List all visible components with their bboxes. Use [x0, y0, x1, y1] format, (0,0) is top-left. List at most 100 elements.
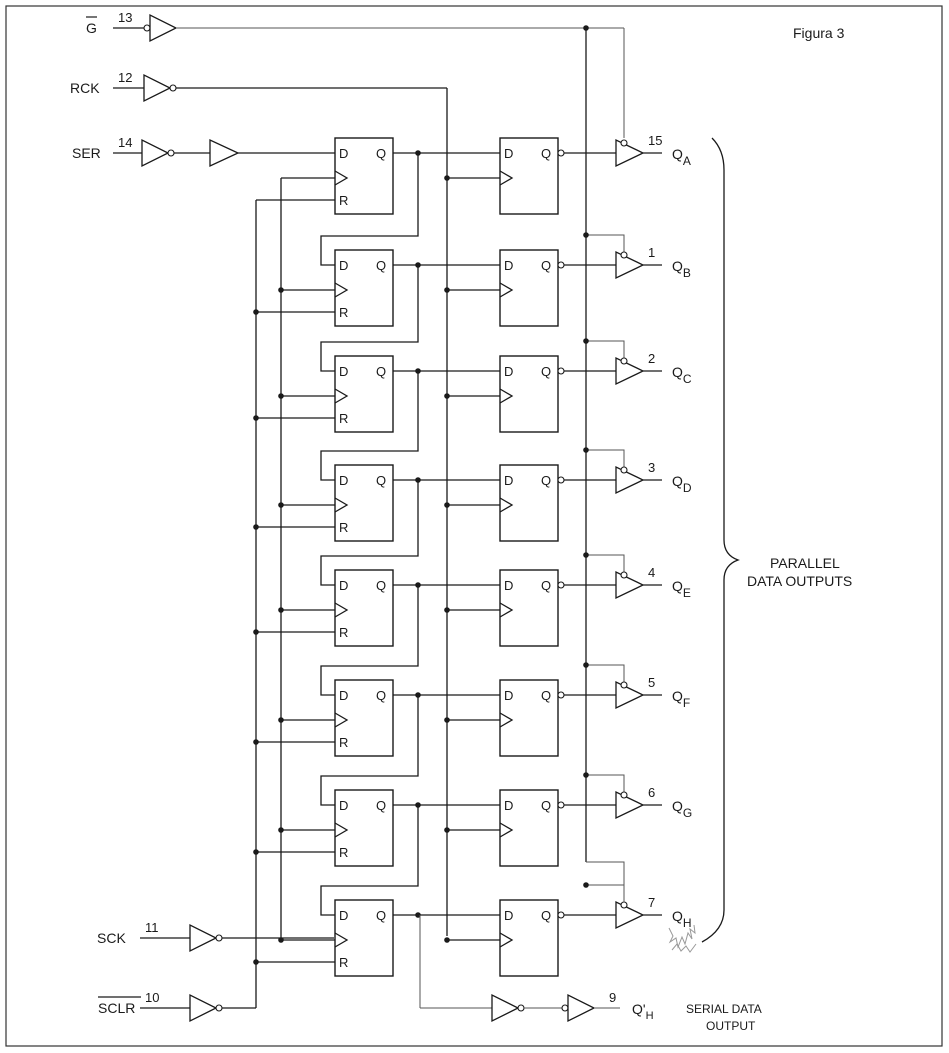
storage-ff-7 [499, 789, 559, 867]
output-buffer-8 [615, 900, 645, 930]
input-ser-label: SER [72, 145, 101, 161]
junction-dot [583, 772, 589, 778]
output-pin-2: 1 [648, 245, 655, 260]
storage-q-bubble [557, 367, 565, 375]
figure-frame [5, 5, 943, 1047]
junction-dot [444, 175, 450, 181]
serial-output: 9 Q'H SERIAL DATA OUTPUT [419, 915, 762, 1033]
cascade-wire [320, 153, 419, 266]
serial-output-label-line1: SERIAL DATA [686, 1002, 762, 1016]
output-label-sub: F [683, 696, 690, 710]
shift-ff-d-label: D [339, 688, 348, 703]
junction-dot [444, 607, 450, 613]
shift-ff-d-label: D [339, 578, 348, 593]
storage-ff-clock-mark [499, 282, 514, 298]
junction-dot [253, 415, 259, 421]
input-rck: RCK 12 [70, 70, 448, 936]
shift-ff-r-label: R [339, 305, 348, 320]
cascade-wire [320, 265, 419, 372]
shift-ff-r-label: R [339, 625, 348, 640]
input-sclr-pin: 10 [145, 990, 159, 1005]
enable-wire [586, 774, 625, 792]
output-pin-6: 5 [648, 675, 655, 690]
serial-inverter [491, 993, 520, 1023]
junction-dot [253, 739, 259, 745]
output-label-6: QF [672, 688, 690, 710]
storage-ff-clock-mark [499, 497, 514, 513]
junction-dot [444, 393, 450, 399]
junction-dot [444, 937, 450, 943]
junction-dot [583, 447, 589, 453]
figure-label: Figura 3 [793, 25, 845, 41]
input-g: G 13 [86, 10, 625, 138]
output-label-main: Q [672, 146, 683, 162]
shift-ff-d-label: D [339, 798, 348, 813]
enable-bubble [620, 466, 628, 474]
shift-ff-r-label: R [339, 193, 348, 208]
enable-wire [586, 340, 625, 358]
shift-ff-q-label: Q [376, 364, 386, 379]
storage-ff-3 [499, 355, 559, 433]
storage-ff-clock-mark [499, 170, 514, 186]
storage-ff-q-label: Q [541, 364, 551, 379]
shift-ff-q-label: Q [376, 908, 386, 923]
shift-ff-d-label: D [339, 908, 348, 923]
enable-bubble [620, 901, 628, 909]
shift-ff-8 [334, 899, 394, 977]
shift-ff-clock-mark [334, 282, 349, 298]
storage-ff-q-label: Q [541, 688, 551, 703]
output-label-main: Q [672, 688, 683, 704]
shift-ff-clock-mark [334, 170, 349, 186]
junction-dot [278, 937, 284, 943]
cascade-wire [320, 371, 419, 481]
storage-q-bubble [557, 691, 565, 699]
enable-bubble [620, 251, 628, 259]
output-label-sub: H [683, 916, 692, 930]
enable-bubble [620, 139, 628, 147]
output-buffer-1 [615, 138, 645, 168]
output-label-4: QD [672, 473, 692, 495]
junction-dot [278, 827, 284, 833]
junction-dot [278, 393, 284, 399]
output-label-main: Q [672, 578, 683, 594]
shift-ff-r-label: R [339, 845, 348, 860]
output-buffer-7 [615, 790, 645, 820]
enable-bubble [620, 791, 628, 799]
shift-ff-q-label: Q [376, 578, 386, 593]
storage-ff-d-label: D [504, 798, 513, 813]
storage-ff-q-label: Q [541, 473, 551, 488]
output-label-main: Q [672, 364, 683, 380]
shift-ff-r-label: R [339, 955, 348, 970]
shift-ff-q-label: Q [376, 688, 386, 703]
output-pin-1: 15 [648, 133, 662, 148]
output-label-2: QB [672, 258, 691, 280]
enable-wire [586, 449, 625, 467]
output-label-1: QA [672, 146, 691, 168]
junction-dot [444, 827, 450, 833]
output-buffer-2 [615, 250, 645, 280]
output-label-sub: E [683, 586, 691, 600]
junction-dot [583, 338, 589, 344]
cascade-wire [320, 585, 419, 696]
output-buffer-5 [615, 570, 645, 600]
enable-wire [586, 664, 625, 682]
ser-inverter [141, 138, 170, 168]
storage-ff-q-label: Q [541, 578, 551, 593]
enable-wire [586, 554, 625, 572]
output-label-main: Q [672, 798, 683, 814]
output-label-sub: C [683, 372, 692, 386]
storage-ff-d-label: D [504, 364, 513, 379]
scribble-mark [668, 924, 697, 953]
storage-q-bubble [557, 261, 565, 269]
junction-dot [583, 662, 589, 668]
shift-ff-q-label: Q [376, 146, 386, 161]
enable-wire-last [586, 861, 625, 902]
storage-ff-clock-mark [499, 822, 514, 838]
cascade-wire [320, 805, 419, 916]
storage-ff-4 [499, 464, 559, 542]
output-buffer-4 [615, 465, 645, 495]
